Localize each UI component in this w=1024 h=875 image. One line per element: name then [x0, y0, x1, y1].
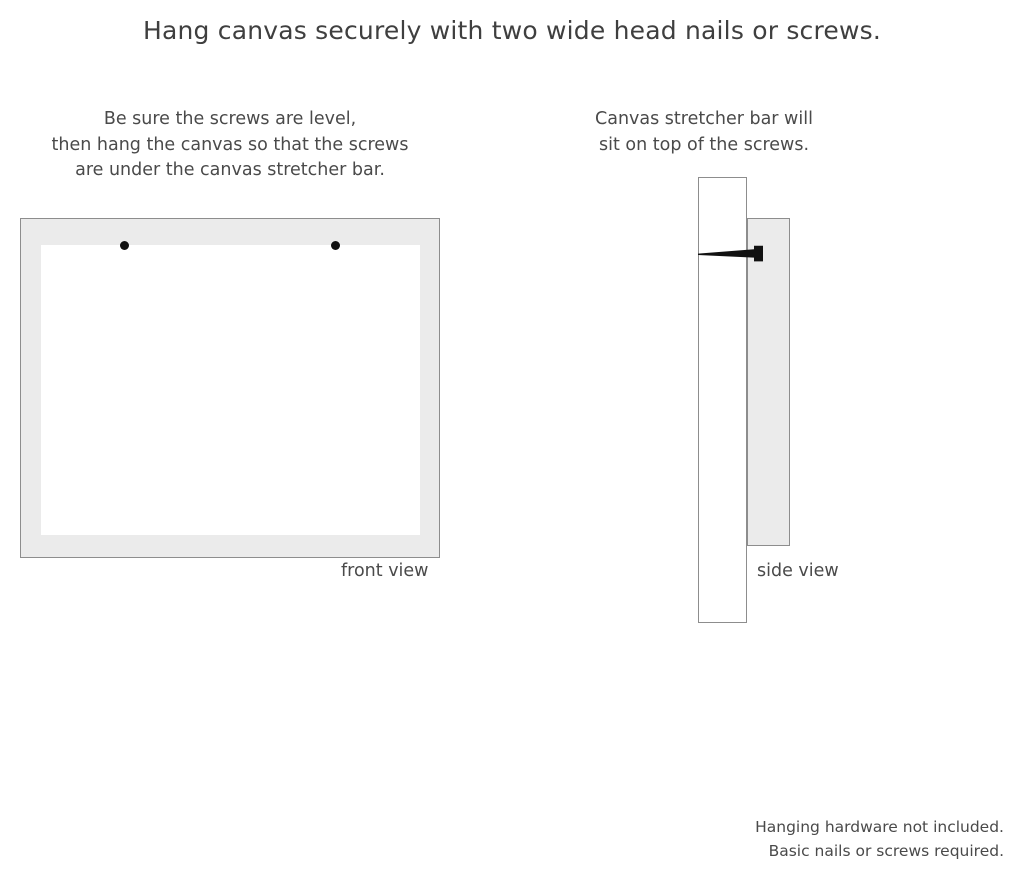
side-view-caption-line-1: Canvas stretcher bar will — [595, 109, 813, 129]
screw-head-icon-left — [120, 241, 129, 250]
front-view-label: front view — [341, 561, 429, 581]
front-view-caption-line-1: Be sure the screws are level, — [103, 109, 357, 129]
side-view-caption-line-2: sit on top of the screws. — [598, 134, 810, 155]
footer-line-2: Basic nails or screws required. — [768, 842, 1004, 860]
canvas-inner-area — [41, 245, 420, 535]
screw-head-icon-right — [331, 241, 340, 250]
front-view-figure — [20, 218, 440, 558]
front-view-caption-line-2: then hang the canvas so that the screws — [51, 134, 409, 155]
front-view-caption-line-3: are under the canvas stretcher bar. — [75, 160, 385, 180]
side-view-figure — [698, 177, 808, 627]
footer-line-1: Hanging hardware not included. — [755, 818, 1004, 836]
front-view-caption: Be sure the screws are level, then hang … — [20, 107, 440, 184]
screw-side-icon — [698, 245, 764, 263]
side-view-label: side view — [757, 561, 839, 581]
side-view-caption: Canvas stretcher bar will sit on top of … — [570, 107, 838, 158]
canvas-stretcher-bar — [747, 218, 790, 546]
page-title: Hang canvas securely with two wide head … — [142, 16, 882, 45]
footer-note: Hanging hardware not included. Basic nai… — [755, 815, 1004, 863]
wall-cross-section — [698, 177, 747, 623]
